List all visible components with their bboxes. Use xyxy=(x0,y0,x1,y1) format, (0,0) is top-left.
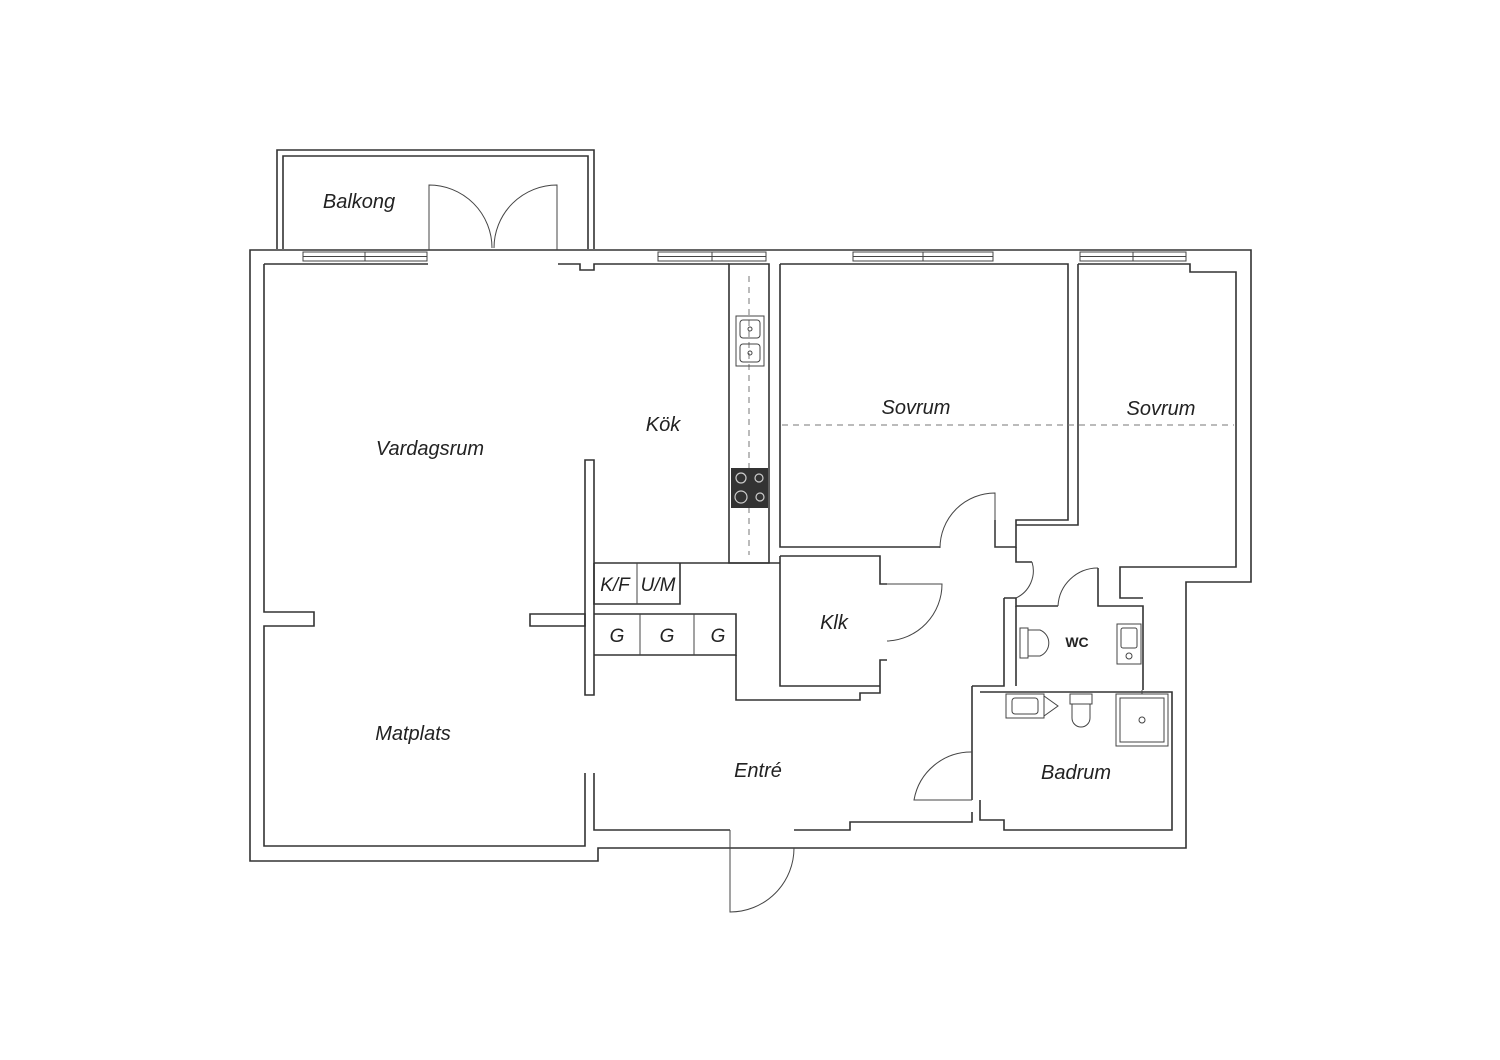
doors xyxy=(428,184,1099,913)
cabinet-label-oven-microwave: U/M xyxy=(641,575,676,596)
windows xyxy=(302,251,1187,262)
bath-toilet-icon xyxy=(1069,693,1093,728)
room-label-hall: Entré xyxy=(734,760,782,782)
shower-icon xyxy=(1115,690,1169,747)
wardrobe-label: G xyxy=(610,626,625,647)
room-label-wc: WC xyxy=(1065,634,1088,650)
wardrobe-label: G xyxy=(711,626,726,647)
room-label-closet: Klk xyxy=(820,612,849,634)
kitchen-sink xyxy=(735,315,765,367)
wardrobe-label: G xyxy=(660,626,675,647)
room-label-living-room: Vardagsrum xyxy=(376,438,484,460)
bath-sink-icon xyxy=(1005,693,1059,719)
ceiling-dash-lines xyxy=(748,276,1234,555)
stove-icon xyxy=(731,468,768,508)
room-label-bathroom: Badrum xyxy=(1041,762,1111,784)
wc-sink-icon xyxy=(1116,623,1142,665)
room-label-kitchen: Kök xyxy=(646,414,681,436)
outer-walls xyxy=(249,249,1252,862)
room-label-balcony: Balkong xyxy=(323,191,395,213)
balcony-outline xyxy=(276,149,595,249)
room-label-dining: Matplats xyxy=(375,723,451,745)
room-label-bedroom-1: Sovrum xyxy=(882,397,951,419)
inner-walls xyxy=(263,263,1237,847)
cabinet-label-fridge-freezer: K/F xyxy=(600,575,631,596)
wc-toilet-icon xyxy=(1019,627,1050,659)
room-label-bedroom-2: Sovrum xyxy=(1127,398,1196,420)
